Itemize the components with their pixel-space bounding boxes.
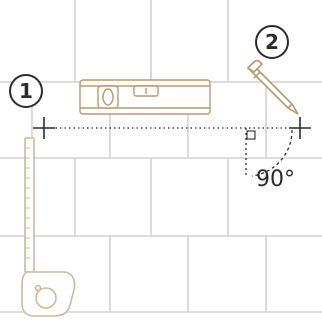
tape-measure-icon	[22, 138, 75, 316]
pencil-icon	[248, 61, 298, 115]
step-badge-2: 2	[256, 26, 288, 58]
angle-label: 90°	[256, 167, 295, 192]
step-badge-2-label: 2	[265, 30, 279, 54]
crosshair-icon	[289, 117, 311, 139]
step-badge-1: 1	[10, 75, 42, 107]
crosshair-icon	[33, 117, 55, 139]
step-badge-1-label: 1	[19, 79, 33, 103]
spirit-level-icon	[80, 80, 210, 114]
